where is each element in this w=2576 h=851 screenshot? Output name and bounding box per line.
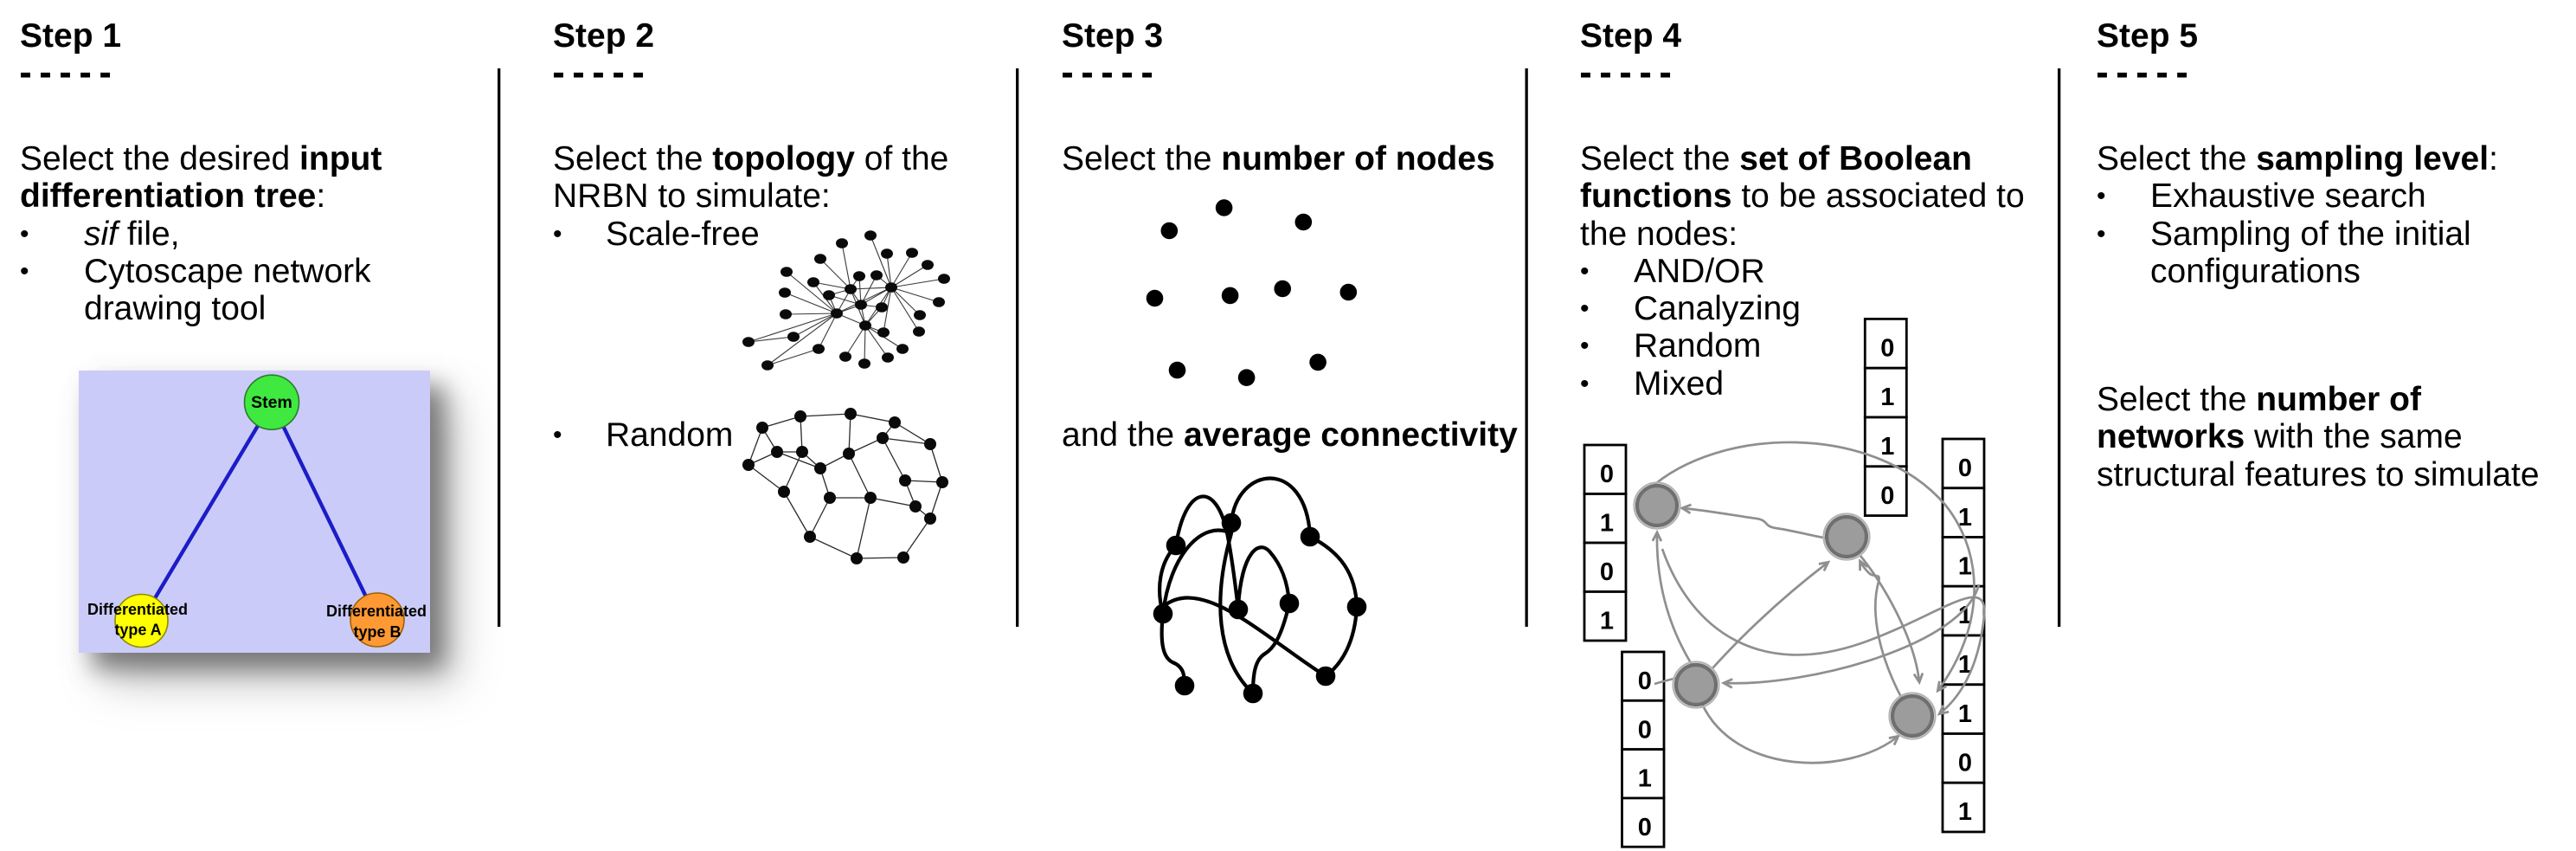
svg-text:type A: type A [114, 622, 161, 639]
svg-text:1: 1 [1600, 608, 1614, 635]
svg-text:1: 1 [1638, 765, 1652, 793]
svg-text:1: 1 [1880, 384, 1894, 411]
svg-text:1: 1 [1958, 504, 1972, 532]
svg-text:1: 1 [1958, 602, 1972, 629]
svg-text:1: 1 [1600, 510, 1614, 538]
svg-text:0: 0 [1638, 716, 1652, 744]
svg-text:type B: type B [353, 623, 401, 641]
svg-text:1: 1 [1958, 553, 1972, 581]
svg-text:Differentiated: Differentiated [326, 603, 427, 620]
svg-text:0: 0 [1880, 482, 1894, 510]
svg-text:0: 0 [1958, 455, 1972, 482]
svg-text:0: 0 [1638, 667, 1652, 695]
svg-text:1: 1 [1880, 433, 1894, 461]
svg-text:1: 1 [1958, 651, 1972, 679]
svg-text:1: 1 [1958, 700, 1972, 728]
svg-text:0: 0 [1600, 558, 1614, 586]
svg-text:Stem: Stem [251, 393, 292, 412]
svg-text:0: 0 [1958, 750, 1972, 777]
svg-text:1: 1 [1958, 798, 1972, 826]
svg-text:0: 0 [1880, 334, 1894, 362]
svg-text:0: 0 [1600, 461, 1614, 488]
svg-text:0: 0 [1638, 814, 1652, 841]
svg-text:Differentiated: Differentiated [87, 601, 188, 618]
